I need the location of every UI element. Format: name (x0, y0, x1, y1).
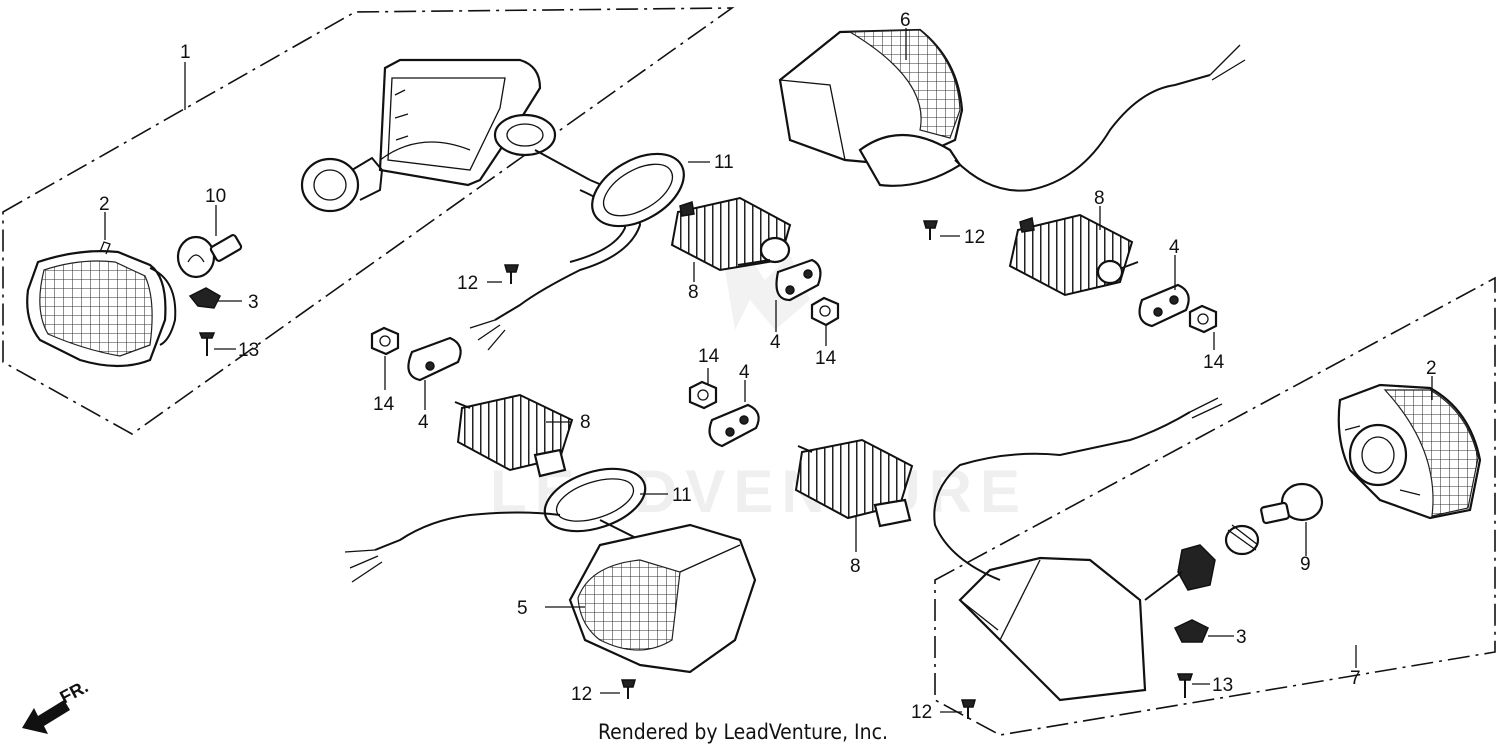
nut-14-upper-mid[interactable] (810, 296, 840, 327)
plate-4-upper-right[interactable] (1138, 283, 1190, 328)
stay-8-upper-mid[interactable] (670, 196, 792, 272)
assembly-1-box (2, 7, 735, 435)
plate-4-center[interactable] (708, 403, 760, 448)
grommet-11-lower[interactable] (537, 457, 653, 542)
callout-12-lower-right: 12 (911, 702, 932, 723)
nut-14-left-mid[interactable] (370, 326, 400, 356)
screw-13-right[interactable] (1176, 673, 1194, 698)
stay-8-lower-mid-right[interactable] (794, 438, 914, 528)
callout-9: 9 (1300, 554, 1311, 575)
callout-14-center: 14 (698, 346, 720, 367)
clip-3-left[interactable] (188, 287, 221, 309)
plate-4-left-mid[interactable] (407, 336, 462, 382)
nut-14-center[interactable] (688, 380, 718, 410)
callout-5: 5 (517, 598, 528, 619)
leader-lines (104, 28, 1433, 713)
callout-7: 7 (1350, 668, 1361, 689)
callout-labels: 1 2 2 3 3 4 4 4 4 5 6 7 8 8 8 8 9 10 11 … (99, 10, 1437, 723)
callout-14-upper-right: 14 (1203, 352, 1225, 373)
housing-upper-left[interactable] (300, 58, 591, 213)
screw-13-left[interactable] (198, 332, 216, 356)
turn-signal-5[interactable] (568, 523, 757, 674)
lens-left[interactable] (26, 241, 177, 368)
callout-14-upper-mid: 14 (815, 348, 837, 369)
stay-8-lower-left[interactable] (454, 393, 574, 478)
callout-3-right: 3 (1236, 627, 1247, 648)
arrow-icon (22, 700, 70, 734)
callout-3-left: 3 (248, 292, 259, 313)
turn-signal-6[interactable] (778, 28, 964, 187)
clip-3-right[interactable] (1173, 619, 1209, 643)
callout-13-right: 13 (1212, 675, 1233, 696)
callout-8-lower-mid-right: 8 (850, 556, 861, 577)
bulb-10[interactable] (176, 234, 243, 279)
callout-4-upper-mid: 4 (770, 332, 781, 353)
callout-12-upper-right: 12 (964, 227, 985, 248)
assembly-7-box (934, 276, 1496, 736)
grommet-11-upper[interactable] (580, 139, 697, 241)
callout-11-upper: 11 (714, 152, 734, 173)
stay-8-upper-right[interactable] (1008, 213, 1139, 297)
wire-lower-left (344, 511, 641, 583)
callout-4-upper-right: 4 (1169, 237, 1180, 258)
turn-signal-right-housing[interactable] (958, 524, 1260, 702)
callout-4-left-mid: 4 (418, 412, 429, 433)
plate-4-upper-mid[interactable] (775, 258, 822, 302)
callout-1: 1 (180, 42, 191, 63)
callout-12-lower-left: 12 (571, 684, 592, 705)
nut-14-upper-right[interactable] (1188, 304, 1218, 334)
callout-8-lower-left: 8 (580, 412, 591, 433)
wire-upper-right (954, 44, 1246, 192)
screw-12-upper-right[interactable] (923, 220, 938, 240)
callout-2-right: 2 (1426, 358, 1437, 379)
footer-credit: Rendered by LeadVenture, Inc. (598, 720, 888, 744)
callout-8-upper-right: 8 (1094, 188, 1105, 209)
callout-10: 10 (205, 186, 226, 207)
lens-right[interactable] (1337, 383, 1482, 520)
bulb-9[interactable] (1260, 482, 1324, 525)
front-direction-arrow: FR. (22, 676, 91, 734)
callout-11-lower: 11 (672, 485, 692, 506)
callout-4-center: 4 (739, 362, 750, 383)
callout-12-upper-left: 12 (457, 273, 478, 294)
callout-13-left: 13 (238, 340, 259, 361)
screw-12-lower-right[interactable] (961, 699, 976, 719)
callout-8-upper-mid: 8 (688, 282, 699, 303)
callout-2-left: 2 (99, 194, 110, 215)
callout-14-left-mid: 14 (373, 394, 395, 415)
screw-12-lower-left[interactable] (621, 679, 636, 699)
callout-6: 6 (900, 10, 911, 31)
screw-12-upper-left[interactable] (504, 264, 519, 284)
wire-right (933, 397, 1223, 581)
